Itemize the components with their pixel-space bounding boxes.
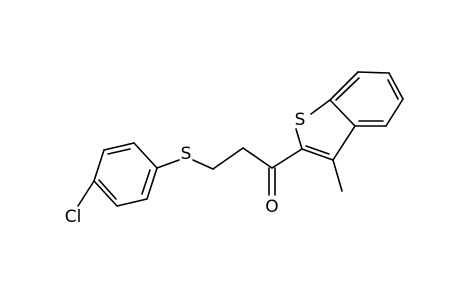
bond	[357, 71, 390, 74]
aromatic-double-bond	[141, 169, 151, 195]
benzo-ring	[329, 71, 404, 127]
aromatic-double-bond	[387, 79, 399, 100]
carbon-chlorine-bond	[77, 180, 95, 207]
bond	[301, 148, 334, 161]
bond	[385, 98, 404, 127]
bond	[329, 99, 356, 127]
aromatic-double-bond	[305, 145, 330, 155]
thiophene-ring	[295, 99, 356, 161]
bond	[329, 71, 359, 101]
bond	[310, 99, 331, 115]
propanone-chain	[192, 147, 303, 196]
thiophene-sulfur-atom-label: S	[295, 110, 306, 130]
bond	[93, 180, 118, 207]
aryl-sulfur-bond	[156, 159, 180, 169]
bond	[133, 142, 158, 169]
bond	[295, 128, 303, 150]
aromatic-double-bond	[98, 179, 117, 200]
methylene-carbonyl-bond	[242, 147, 273, 169]
bond	[146, 167, 158, 200]
chlorophenyl-ring	[93, 142, 158, 207]
aromatic-double-bond	[335, 77, 360, 101]
bond	[388, 72, 404, 100]
chlorine-atom-label: Cl	[65, 207, 82, 227]
carbonyl-oxygen-atom-label: O	[265, 197, 278, 217]
bond	[93, 149, 105, 182]
bond	[116, 198, 148, 207]
carbonyl-thiophene-bond	[271, 148, 303, 169]
methylene-methylene-bond	[212, 147, 244, 170]
methyl-bond	[332, 159, 343, 192]
aromatic-double-bond	[107, 148, 131, 155]
sulfur-methylene-bond	[192, 159, 214, 170]
thioether-sulfur-atom-label: S	[181, 144, 192, 164]
bond	[332, 125, 356, 161]
bond	[103, 142, 135, 151]
